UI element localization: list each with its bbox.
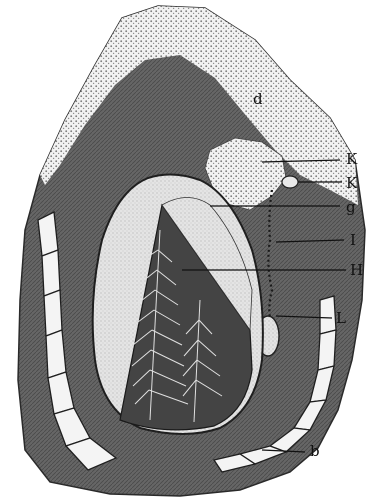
small-oval-k (282, 176, 298, 188)
label-k-lower: K (346, 176, 357, 191)
label-k-upper: K (346, 152, 357, 167)
label-b: b (310, 444, 320, 459)
label-l: L (336, 311, 346, 326)
label-g: g (346, 200, 356, 215)
label-i-upper: I (350, 233, 356, 248)
label-h: H (350, 263, 363, 278)
label-d: d (253, 92, 263, 107)
